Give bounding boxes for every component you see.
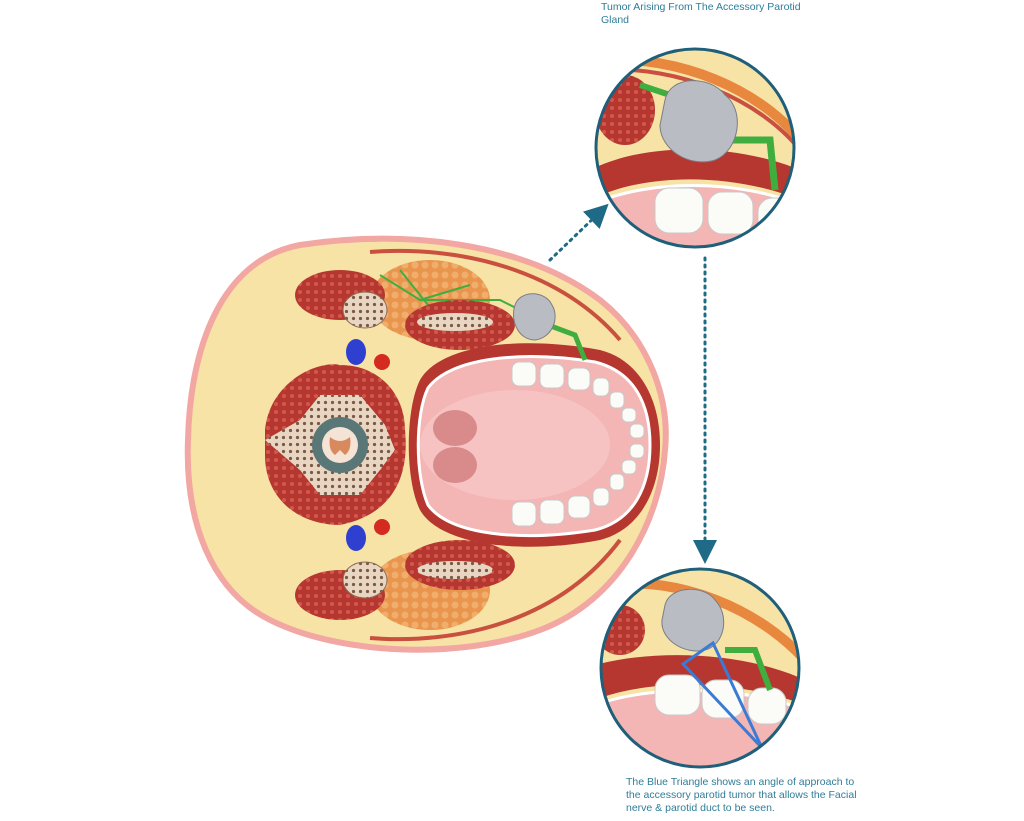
mandible-top bbox=[417, 313, 493, 331]
subcutaneous-muscle-bottom bbox=[369, 538, 622, 642]
mastoid-top bbox=[342, 291, 388, 329]
internal-jugular-vein-bottom bbox=[346, 525, 366, 551]
internal-jugular-vein-top bbox=[346, 339, 366, 365]
accessory-parotid-tumor bbox=[513, 293, 556, 341]
bottom-inset-border bbox=[599, 567, 801, 769]
oropharynx-bottom bbox=[433, 447, 477, 483]
carotid-artery-bottom bbox=[374, 519, 390, 535]
bottom-inset-caption: The Blue Triangle shows an angle of appr… bbox=[626, 776, 857, 814]
oropharynx-top bbox=[433, 410, 477, 446]
bottom-inset-magnified-view bbox=[599, 567, 801, 769]
head-cross-section bbox=[184, 235, 669, 653]
approach-triangle bbox=[680, 640, 764, 750]
dotted-arrow-to-top-inset bbox=[548, 203, 609, 262]
lower-teeth bbox=[511, 443, 645, 527]
upper-teeth bbox=[511, 361, 645, 439]
top-inset-border bbox=[594, 47, 796, 249]
mandible-bottom bbox=[417, 561, 493, 579]
top-inset-caption: Tumor Arising From The Accessory Parotid… bbox=[601, 1, 801, 26]
top-inset-magnified-view bbox=[594, 47, 796, 249]
subcutaneous-muscle-top bbox=[369, 248, 622, 342]
carotid-artery-top bbox=[374, 354, 390, 370]
mastoid-bottom bbox=[342, 561, 388, 599]
spinal-cord-grey-matter bbox=[329, 437, 351, 455]
